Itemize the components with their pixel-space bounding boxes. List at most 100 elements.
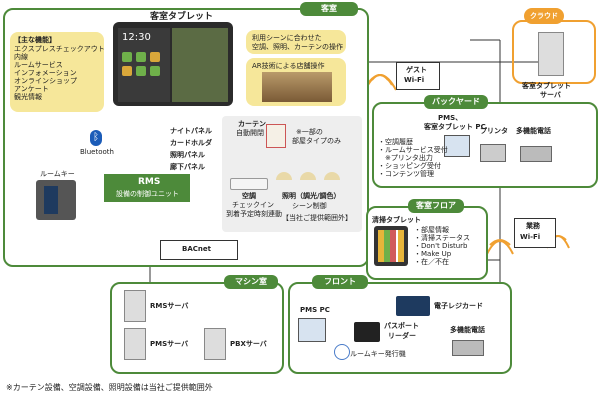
pbx-server-label: PBXサーバ (230, 340, 267, 348)
lighting-title: 照明（調光/調色） (282, 192, 341, 200)
backyard-tasks: ・空調履歴 ・ルームサービス受付 ※プリンタ出力 ・ショッピング受付 ・コンテン… (378, 138, 448, 178)
key-issuer-label: ルームキー発行機 (350, 350, 406, 358)
out-of-scope-label: 【当社ご提供範囲外】 (282, 214, 352, 222)
cloud-server-icon (538, 32, 564, 76)
bacnet-label: BACnet (182, 245, 211, 253)
front-phone-icon (452, 340, 484, 356)
guest-wifi-1: ゲスト (406, 66, 427, 74)
room-key-label: ルームキー (40, 170, 75, 178)
feature-item: アンケート (14, 85, 49, 93)
curtain-title-2: 自動開閉 (236, 129, 264, 137)
cloud-area (512, 20, 596, 84)
key-issuer-icon (334, 344, 350, 360)
phone-icon (520, 146, 552, 162)
floor-item: ・Don't Disturb (414, 242, 468, 250)
aircon-icon (230, 178, 268, 190)
curtain-note-2: 部屋タイプのみ (292, 137, 341, 145)
floor-item: ・部屋情報 (414, 226, 449, 234)
ar-note: AR技術による店舗操作 (252, 62, 325, 70)
front-title: フロント (312, 275, 368, 289)
backyard-phone-label: 多機能電話 (516, 127, 551, 135)
features-box (10, 32, 104, 112)
floor-item: ・在／不在 (414, 258, 449, 266)
printer-icon (480, 144, 506, 162)
cleaning-tablet-label: 清掃タブレット (372, 216, 421, 224)
rms-server-icon (124, 290, 146, 322)
feature-item: エクスプレスチェックアウト (14, 45, 105, 53)
guest-wifi-2: Wi-Fi (404, 76, 425, 84)
feature-item: 内線 (14, 53, 28, 61)
task-item: ・ルームサービス受付 (378, 146, 448, 154)
pms-pc-label: PMS PC (300, 306, 330, 314)
feature-item: ルームサービス (14, 61, 63, 69)
panel-lighting: 照明パネル (170, 151, 205, 159)
guest-tablet-title: 客室タブレット (150, 12, 214, 22)
passport-label-1: パスポート (384, 322, 419, 330)
bluetooth-label: Bluetooth (80, 148, 114, 156)
room-key-reader-icon (44, 186, 58, 214)
printer-label: プリンタ (480, 127, 508, 135)
guest-wifi-box (396, 62, 440, 90)
curtain-note-1: ※一部の (296, 128, 323, 136)
e-register-icon (396, 296, 430, 316)
bacnet-box (160, 240, 238, 260)
cloud-server-1: 客室タブレット (522, 82, 571, 90)
pms-server-icon (124, 328, 146, 360)
task-item: ※プリンタ出力 (378, 154, 433, 162)
panel-card-holder: カードホルダ (170, 139, 212, 147)
features-heading: 【主な機能】 (14, 36, 56, 44)
business-wifi-1: 業務 (526, 222, 540, 230)
backyard-pc-1: PMS、 (438, 114, 463, 122)
rms-sub: 設備の制御ユニット (116, 190, 179, 198)
footnote: ※カーテン設備、空調設備、照明設備は当社ご提供範囲外 (6, 383, 213, 392)
task-item: ・ショッピング受付 (378, 162, 441, 170)
tablet-screen-right (172, 28, 228, 102)
feature-item: 観光情報 (14, 93, 42, 101)
feature-item: インフォメーション (14, 69, 77, 77)
curtain-icon (266, 124, 286, 148)
features-list: エクスプレスチェックアウト 内線 ルームサービス インフォメーション オンライン… (14, 45, 105, 101)
business-wifi-2: Wi-Fi (520, 233, 541, 241)
aircon-title: 空調 (242, 192, 256, 200)
passport-label-2: リーダー (388, 332, 416, 340)
scene-note-line2: 空調、照明、カーテンの操作 (252, 43, 343, 51)
bluetooth-icon: ᛒ (90, 130, 102, 146)
scene-note-box (246, 30, 346, 54)
floor-item: ・清掃ステータス (414, 234, 470, 242)
task-item: ・空調履歴 (378, 138, 413, 146)
pbx-server-icon (204, 328, 226, 360)
out-of-scope-area (222, 116, 362, 232)
guest-room-title: 客室 (300, 2, 358, 16)
floor-item: ・Make Up (414, 250, 452, 258)
machine-room-title: マシン室 (224, 275, 278, 289)
cloud-server-2: サーバ (540, 91, 561, 99)
tablet-app-icons[interactable] (122, 52, 162, 90)
pms-server-label: PMSサーバ (150, 340, 189, 348)
backyard-title: バックヤード (424, 95, 488, 109)
lighting-sub: シーン制御 (292, 202, 327, 210)
tablet-clock: 12:30 (122, 32, 151, 43)
business-wifi-box (514, 218, 556, 248)
rms-server-label: RMSサーバ (150, 302, 189, 310)
aircon-sub-2: 到着予定時刻連動 (226, 210, 282, 218)
curtain-title-1: カーテン (238, 120, 266, 128)
lighting-icons (276, 172, 346, 186)
feature-item: オンラインショップ (14, 77, 77, 85)
backyard-pc-2: 客室タブレット PC (424, 123, 486, 131)
front-phone-label: 多機能電話 (450, 326, 485, 334)
guest-floor-title: 客室フロア (408, 199, 464, 213)
tablet-screen-left (118, 28, 170, 102)
panel-night: ナイトパネル (170, 127, 212, 135)
panel-corridor: 廊下パネル (170, 163, 205, 171)
pms-pc-icon (298, 318, 326, 342)
aircon-sub-1: チェックイン (232, 201, 274, 209)
e-register-label: 電子レジカード (434, 302, 483, 310)
ar-room-image (262, 72, 332, 102)
rms-unit (104, 174, 190, 202)
cleaning-tablet-grid (378, 230, 404, 262)
guest-floor-items: ・部屋情報 ・清掃ステータス ・Don't Disturb ・Make Up ・… (414, 226, 470, 266)
pc-monitor-icon (444, 135, 470, 157)
cloud-label: クラウド (530, 12, 558, 20)
task-item: ・コンテンツ管理 (378, 170, 434, 178)
passport-reader-icon (354, 322, 380, 342)
